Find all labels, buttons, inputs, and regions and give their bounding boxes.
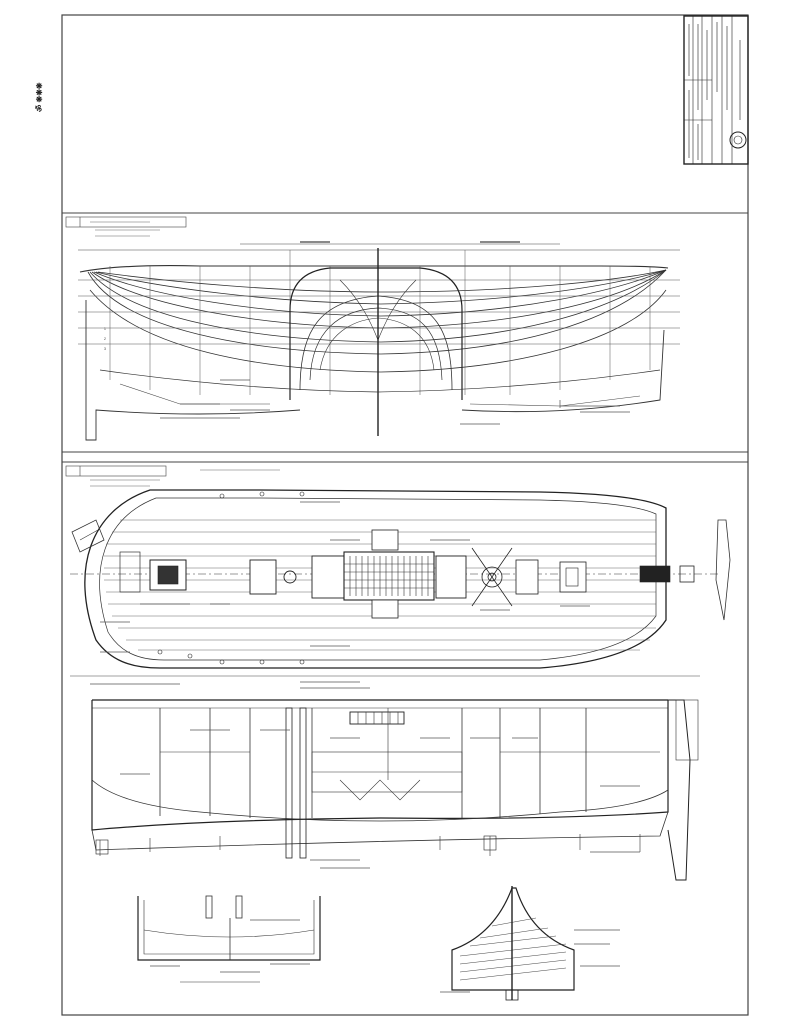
station-mark-1: 1 <box>104 327 106 331</box>
midship-section-view <box>137 895 321 983</box>
station-mark-2: 2 <box>104 337 106 341</box>
body-plan-view <box>440 886 620 1001</box>
sheet-border <box>61 14 749 1016</box>
lines-plan-view: 1 2 3 <box>65 216 680 441</box>
capstan <box>471 547 513 607</box>
station-mark-3: 3 <box>104 347 106 351</box>
title-block <box>683 15 749 165</box>
deck-plan-view <box>65 465 731 669</box>
seal-emblem <box>729 131 747 149</box>
profile-view <box>70 675 700 881</box>
